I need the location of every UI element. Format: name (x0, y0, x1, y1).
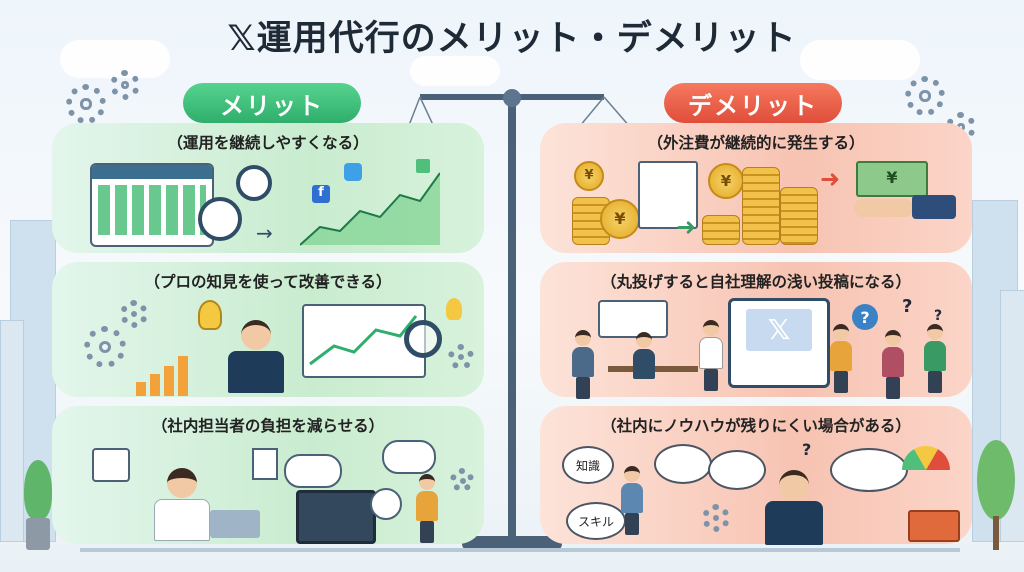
tree-icon (975, 440, 1017, 550)
growth-chart (300, 172, 440, 246)
empty-thought-bubble (654, 444, 712, 484)
demerit-scene-3: 知識 スキル ? (558, 440, 960, 545)
yen-coin-icon: ¥ (574, 161, 604, 191)
cloud-user-icon (382, 440, 436, 474)
staff-figure (618, 466, 646, 535)
merit-heading: メリット (183, 83, 361, 123)
coin-stack-icon (780, 187, 818, 245)
demerit-scene-1: ¥ ¥ ➜ ¥ ➜ ¥ (558, 157, 956, 245)
consultant-figure (226, 320, 286, 393)
calendar-icon (90, 163, 214, 247)
question-mark: ? (934, 308, 943, 324)
staff-figure (152, 468, 212, 541)
x-post-screen: 𝕏 (728, 298, 830, 388)
demerit-panel-3: （社内にノウハウが残りにくい場合がある） 知識 スキル ? (540, 406, 972, 545)
facebook-icon: f (312, 185, 330, 203)
toolbox-icon (908, 510, 960, 542)
demerit-caption-2: （丸投げすると自社理解の浅い投稿になる） (600, 273, 911, 291)
staff-figure (632, 332, 656, 379)
yen-coin-icon: ¥ (600, 199, 640, 239)
coin-stack-icon (702, 215, 740, 245)
invoice-icon (638, 161, 698, 229)
bar-chart-icon (136, 356, 206, 396)
calendar-icon (92, 448, 130, 482)
staff-figure (414, 474, 440, 543)
demerit-scene-2: 𝕏 ? ? ? (558, 296, 954, 399)
presentation-board (302, 304, 426, 378)
staff-figure (570, 330, 596, 399)
demerit-panel-1: （外注費が継続的に発生する） ¥ ¥ ➜ ¥ ➜ ¥ (540, 123, 972, 253)
clock-icon (236, 165, 272, 201)
cloud-user-icon (284, 454, 342, 488)
merit-scene-1: → f (70, 157, 466, 247)
building (0, 320, 24, 542)
merit-scene-2 (70, 296, 474, 396)
arrow-right-icon: ➜ (820, 165, 841, 193)
lightbulb-icon (446, 298, 462, 320)
user-circle-icon (370, 488, 402, 520)
cloud (800, 40, 920, 80)
yen-coin-icon: ¥ (708, 163, 744, 199)
question-mark: ? (802, 440, 812, 459)
gear-icon (905, 76, 945, 116)
gear-icon (702, 504, 730, 532)
question-mark: ? (902, 296, 913, 317)
coin-stack-icon (742, 167, 780, 245)
empty-thought-bubble (708, 450, 766, 490)
gear-icon (110, 70, 140, 100)
x-logo: 𝕏 (746, 309, 812, 351)
monitor-icon (296, 490, 376, 544)
gear-icon (66, 84, 106, 124)
laptop-icon (210, 510, 260, 538)
staff-figure (828, 324, 854, 393)
demerit-panel-2: （丸投げすると自社理解の浅い投稿になる） 𝕏 ? ? ? (540, 262, 972, 399)
staff-figure (698, 320, 724, 391)
gear-icon (84, 326, 126, 368)
demerit-caption-1: （外注費が継続的に発生する） (647, 134, 865, 152)
magnifier-icon (404, 320, 442, 358)
gauge-icon (902, 446, 950, 470)
document-icon (252, 448, 278, 480)
merit-caption-2: （プロの知見を使って改善できる） (144, 273, 392, 291)
empty-thought-bubble (830, 448, 908, 492)
lightbulb-icon (198, 300, 222, 330)
page-title: 𝕏運用代行のメリット・デメリット (227, 19, 797, 59)
cloud (410, 56, 500, 86)
merit-panel-3: （社内担当者の負担を減らせる） (52, 406, 484, 544)
banknote-icon: ¥ (856, 161, 928, 197)
knowledge-bubble: 知識 (562, 446, 614, 484)
plant-icon (18, 460, 58, 550)
demerit-heading: デメリット (664, 83, 842, 123)
worried-figure (762, 470, 826, 545)
merit-panel-1: （運用を継続しやすくなる） → f (52, 123, 484, 253)
arrow-right-icon: → (256, 221, 273, 245)
skill-bubble: スキル (566, 502, 626, 540)
merit-scene-3 (70, 440, 474, 544)
merit-caption-1: （運用を継続しやすくなる） (167, 134, 369, 152)
cloud (60, 40, 170, 78)
check-icon (416, 159, 430, 173)
gear-icon (450, 468, 474, 492)
staff-figure (880, 330, 906, 399)
clock-icon (198, 197, 242, 241)
staff-figure (922, 324, 948, 393)
gear-icon (120, 300, 148, 328)
gear-icon (448, 344, 474, 370)
arrow-right-icon: ➜ (676, 213, 697, 241)
hand-icon (854, 199, 914, 217)
merit-caption-3: （社内担当者の負担を減らせる） (151, 417, 385, 435)
question-bubble-icon: ? (852, 304, 878, 330)
post-card-icon (598, 300, 668, 338)
sleeve-icon (912, 195, 956, 219)
demerit-caption-3: （社内にノウハウが残りにくい場合がある） (601, 417, 911, 435)
twitter-bird-icon (344, 163, 362, 181)
merit-panel-2: （プロの知見を使って改善できる） (52, 262, 484, 397)
